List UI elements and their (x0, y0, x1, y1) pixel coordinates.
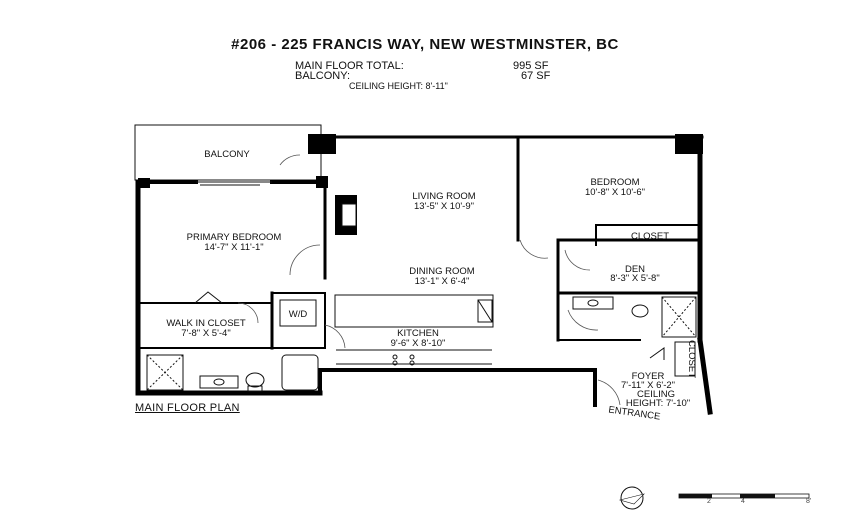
main-floor-total-label: MAIN FLOOR TOTAL: (295, 60, 404, 72)
ceiling-height: CEILING HEIGHT: 8'-11" (349, 81, 448, 91)
main-floor-total-value: 995 SF (513, 60, 549, 72)
foyer-dims: 7'-11" X 6'-2" (621, 380, 675, 391)
walk-in-closet-dims: 7'-8" X 5'-4" (181, 328, 230, 339)
kitchen-label: KITCHEN (397, 328, 439, 339)
foyer-ceiling-label: CEILING (637, 389, 675, 400)
living-room-dims: 13'-5" X 10'-9" (414, 201, 474, 212)
scale-tick-4: 4 (741, 498, 745, 505)
north-arrow-icon (618, 486, 645, 510)
balcony-area-label: BALCONY: (295, 70, 351, 82)
scale-tick-8: 8' (806, 498, 812, 505)
balcony-label: BALCONY (204, 149, 250, 160)
living-room-label: LIVING ROOM (412, 191, 475, 202)
primary-bedroom-label: PRIMARY BEDROOM (187, 232, 282, 243)
address-title: #206 - 225 FRANCIS WAY, NEW WESTMINSTER,… (231, 36, 619, 53)
bedroom-closet-label: CLOSET (631, 231, 669, 242)
primary-bedroom-dims: 14'-7" X 11'-1" (204, 242, 263, 253)
scale-tick-2: 2 (707, 498, 711, 505)
plan-title: MAIN FLOOR PLAN (135, 402, 240, 414)
scale-bar (678, 493, 810, 499)
foyer-label: FOYER (632, 371, 665, 382)
washer-dryer-label: W/D (289, 309, 308, 320)
den-dims: 8'-3" X 5'-8" (610, 273, 659, 284)
walk-in-closet-label: WALK IN CLOSET (166, 318, 246, 329)
foyer-ceiling-height: HEIGHT: 7'-10" (626, 398, 690, 409)
bedroom-label: BEDROOM (590, 177, 639, 188)
den-label: DEN (625, 264, 645, 275)
balcony-area-value: 67 SF (521, 70, 551, 82)
dining-room-label: DINING ROOM (409, 266, 475, 277)
bedroom-dims: 10'-8" X 10'-6" (585, 187, 645, 198)
kitchen-dims: 9'-6" X 8'-10" (391, 338, 446, 349)
dining-room-dims: 13'-1" X 6'-4" (415, 276, 470, 287)
foyer-closet-label: CLOSET (686, 340, 697, 378)
